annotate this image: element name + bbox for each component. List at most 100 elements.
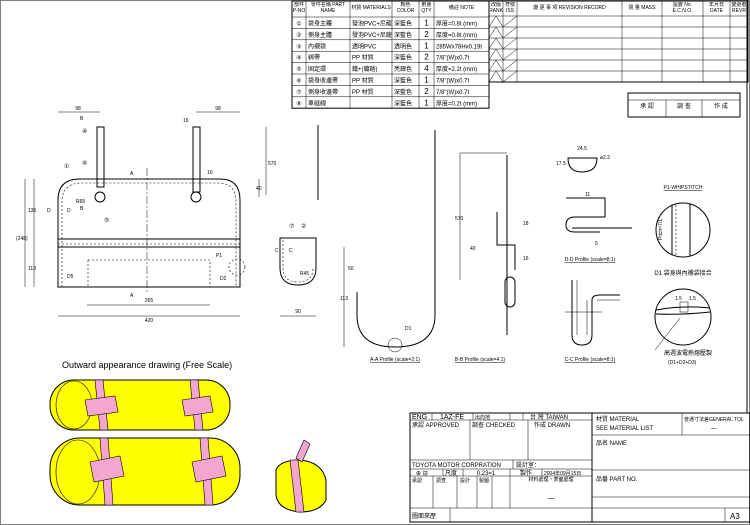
parts-cell-color: 深藍色: [394, 54, 412, 62]
bag-rolled-top: [49, 379, 231, 431]
p1-pitch: Pitch=7/1": [658, 217, 664, 240]
parts-cell-note: 7/8"(W)x0.7t: [436, 56, 469, 62]
d1-note-2: (D1+D2+D3): [668, 360, 697, 366]
ring-dim-24-5: 24.5: [577, 146, 587, 152]
parts-cell-color: 深藍色: [394, 99, 412, 107]
parts-cell-color: 亮銀色: [394, 65, 412, 73]
parts-cell-name: 袋身主體: [308, 20, 332, 28]
parts-cell-no: ②: [296, 32, 301, 39]
strap-left: [96, 126, 105, 188]
ring-dim-dia: ø2.2: [600, 155, 610, 161]
sign-check: 調查: [436, 477, 446, 484]
treatment-label: 材料處理・表面處理: [528, 476, 573, 483]
parts-cell-qty: 1: [424, 41, 429, 50]
label-d-left: D: [47, 208, 51, 214]
sign-design: 設計: [460, 477, 470, 484]
parts-cell-material: PP 材質: [352, 88, 374, 96]
tolerance-label: 普通寸法差GENERAL TOL: [684, 416, 744, 423]
parts-cell-color: 深藍色: [394, 88, 412, 96]
aa-dim-50: 50: [348, 266, 354, 272]
parts-cell-color: 透明色: [394, 42, 412, 50]
date-value: 2004年09月15日: [544, 470, 581, 477]
dim-98-right: 98: [215, 106, 221, 112]
dd-dim-5: 5: [595, 241, 598, 247]
sign-draft: 製圖: [479, 477, 489, 484]
dim-420: 420: [145, 318, 154, 324]
front-view: 420 265 98 98 16 10 570 40 135 (248) 113…: [16, 106, 277, 324]
destination-label: 出向地: [475, 414, 490, 421]
name-label: 品名 NAME: [596, 439, 627, 447]
revision-header: 設變 No. E.C.N.O.: [672, 1, 693, 14]
parts-header: 顏色 COLOR: [396, 2, 415, 14]
callout-7: ⑦: [289, 223, 294, 230]
outward-appearance: [49, 379, 327, 513]
parts-cell-no: ①: [296, 21, 301, 28]
parts-cell-note: 7/8"(W)x0.7t: [436, 90, 469, 96]
cc-profile: C-C Profile (scale=8:1): [565, 280, 620, 363]
parts-cell-qty: 4: [424, 64, 429, 73]
parts-cell-note: 厚度=2.2t (mm): [436, 65, 477, 73]
material-label: 材質 MATERIAL: [596, 415, 640, 423]
label-d-right: D: [67, 208, 71, 214]
cc-title: C-C Profile (scale=8:1): [565, 357, 616, 363]
dim-98-left: 98: [75, 106, 81, 112]
ring-dim-17-5: 17.5: [556, 161, 566, 167]
checked-label: 調查 CHECKED: [472, 421, 516, 429]
drawing-history: 圖面來歷: [412, 513, 436, 520]
parts-cell-note: 285Wx78Hx0.19t: [436, 44, 482, 50]
callout-4: ④: [82, 128, 87, 135]
dim-90: 90: [295, 309, 301, 315]
callout-6: ⑥: [82, 160, 87, 167]
dim-135: 135: [28, 208, 37, 214]
parts-header: 零件名稱 PART NAME: [310, 2, 346, 14]
aa-dim-113: 113: [340, 296, 348, 302]
d1-dim-2: 1.5: [689, 296, 696, 302]
bag-rolled-bottom: [49, 437, 241, 506]
parts-cell-color: 深藍色: [394, 31, 412, 39]
dim-570: 570: [268, 161, 277, 167]
label-a-top: A: [130, 171, 134, 177]
dd-title: D-D Profile (scale=8:1): [565, 257, 616, 263]
scale-label: 尺度: [445, 469, 457, 477]
revision-header: 改版 RANK: [489, 1, 503, 14]
outward-title: Outward appearance drawing (Free Scale): [62, 360, 232, 370]
parts-cell-no: ④: [296, 55, 301, 62]
aa-title: A-A Profile (scale=2:1): [370, 357, 420, 363]
parts-cell-material: 發泡PVC+尼龍: [352, 31, 392, 39]
parts-cell-qty: 2: [424, 30, 429, 39]
sheet-size: A3: [730, 512, 740, 521]
label-c-left: C: [275, 248, 279, 254]
strap-right: [192, 126, 201, 193]
part-no-label: 品番 PART NO.: [596, 476, 638, 483]
parts-cell-material: 透明PVC: [352, 42, 377, 50]
parts-cell-material: PP 材質: [352, 54, 374, 62]
ring-left: [94, 191, 106, 203]
approval-label: 承 認: [640, 102, 654, 110]
parts-cell-qty: 1: [424, 98, 429, 107]
treatment-value: —: [548, 495, 555, 502]
d1-dim-1: 1.5: [675, 296, 682, 302]
callout-2: ②: [301, 223, 306, 230]
scale-value: 0.23=1: [477, 471, 496, 477]
parts-cell-name: 綁帶: [308, 54, 320, 62]
dd-dim-11: 11: [585, 192, 590, 198]
label-d5: D5: [67, 274, 74, 280]
parts-cell-qty: 1: [424, 76, 429, 85]
dim-r65: R65: [76, 199, 85, 205]
parts-header: 數量 QTY: [421, 2, 432, 14]
parts-cell-no: ③: [296, 43, 301, 50]
bb-title: B-B Profile (scale=4:1): [455, 357, 505, 363]
parts-header: 備註 NOTE: [448, 5, 475, 12]
sign-approve: 承認: [412, 477, 422, 484]
aa-profile: 113 50 D1 A-A Profile (scale=2:1): [340, 130, 436, 363]
callout-1: ①: [64, 163, 69, 170]
parts-cell-no: ⑦: [296, 89, 301, 96]
revision-header: 質 量 MASS: [628, 4, 656, 11]
tolerance-value: —: [711, 426, 717, 432]
revision-header: 變 更 事 項 REVISION RECORD: [533, 4, 606, 11]
